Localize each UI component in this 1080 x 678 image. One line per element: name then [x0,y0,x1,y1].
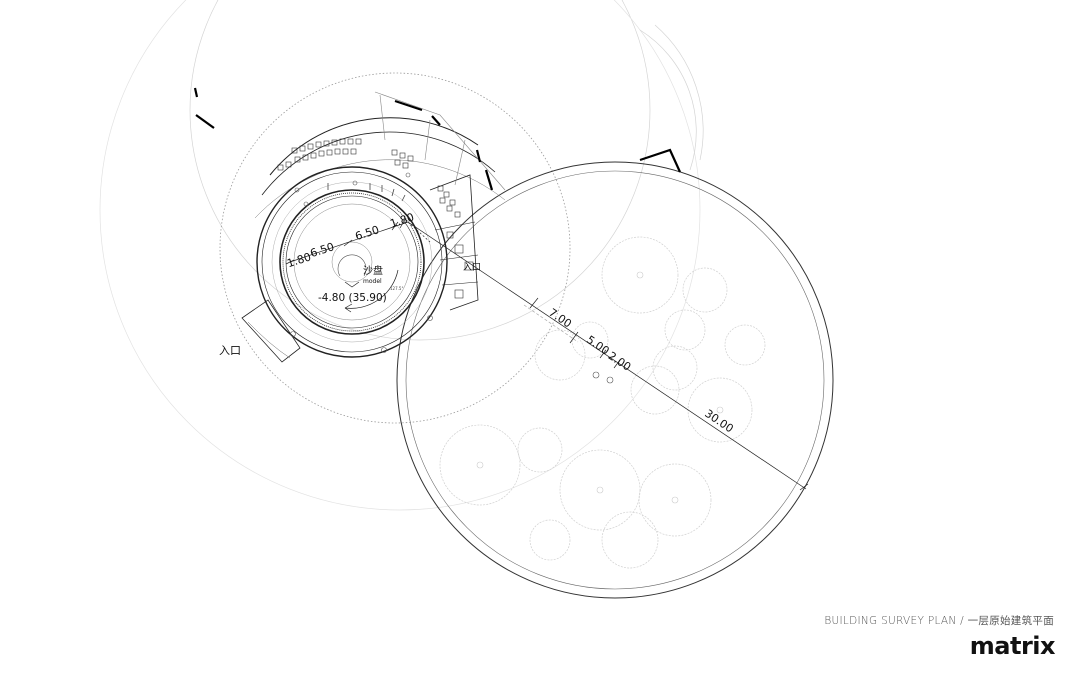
dim-inner-left: 6.50 [309,240,336,260]
dimension-lines [285,217,809,491]
drawing-title: BUILDING SURVEY PLAN / 一层原始建筑平面 [824,615,1054,627]
building-plan [241,91,614,384]
brand-logo: matrix [969,632,1056,660]
dim-inner-right: 6.50 [354,223,381,243]
sand-table-sub-label: model [363,278,382,285]
sand-table-label: 沙盘 [363,264,383,277]
building-site-boundary [219,72,571,424]
heavy-wall-marks [193,87,682,191]
dim-ring-left: 1.80 [285,250,312,270]
angle-label: 127.5° [390,286,403,291]
garden-trees [439,236,766,569]
outer-guide-arcs [99,0,704,511]
dim-path-1: 7.00 [546,306,574,330]
garden-tree-cores [476,271,724,504]
entrance-label-right: 入口 [463,262,481,273]
dim-garden: 30.00 [702,407,735,435]
garden-circle [396,161,834,599]
entrance-label: 入口 [219,344,241,357]
level-label: -4.80 (35.90) [318,292,387,304]
